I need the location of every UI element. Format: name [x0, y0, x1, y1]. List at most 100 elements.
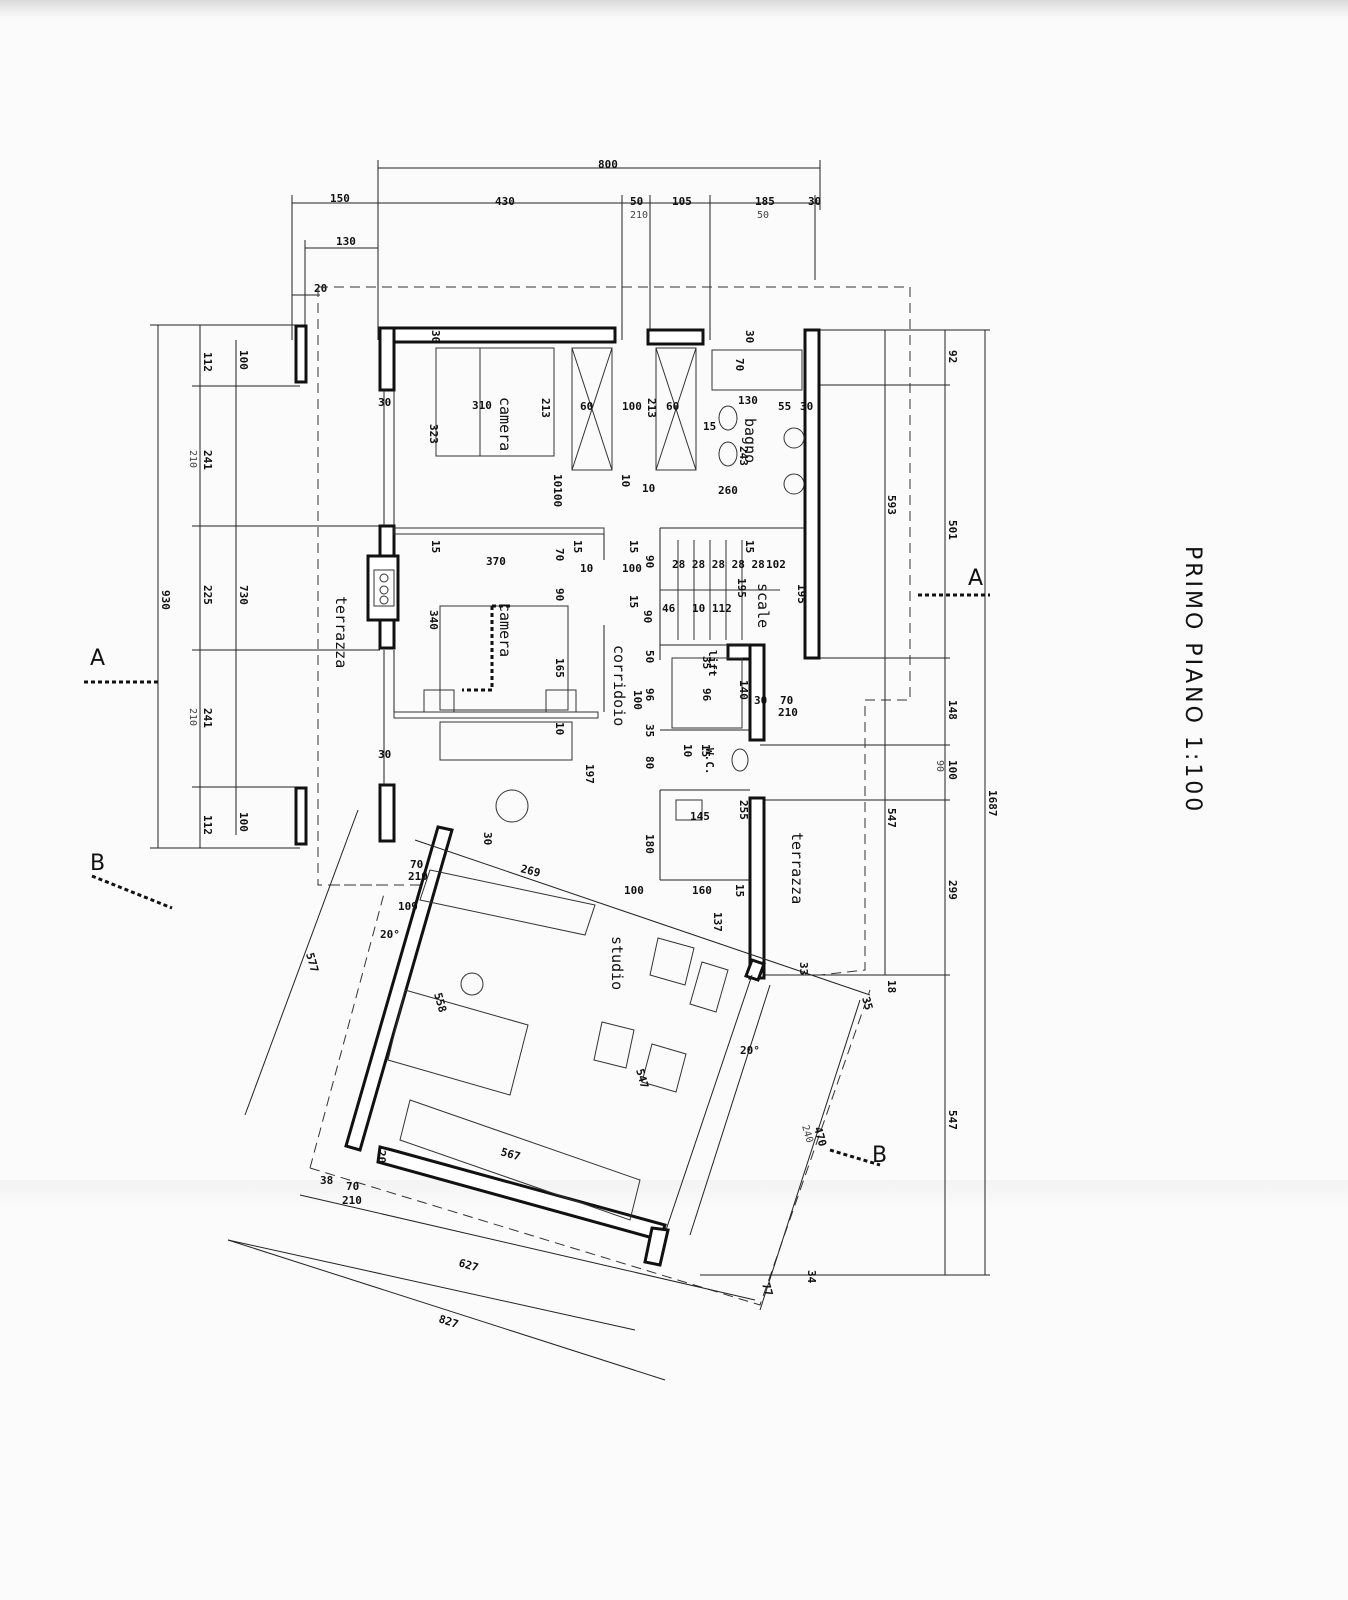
dim-label: 38 — [320, 1174, 333, 1187]
studio-outline — [309, 884, 871, 1306]
dim-label: 558 — [431, 991, 449, 1014]
dim-label: 20 — [375, 1150, 388, 1163]
dim-label: 180 — [643, 834, 656, 854]
dim-label: 10 — [681, 744, 694, 757]
dim-112-a: 112 — [201, 352, 214, 372]
dim-label: 577 — [303, 951, 321, 974]
dim-label: 269 — [519, 862, 541, 879]
dim-210-top: 210 — [630, 210, 648, 221]
dim-800: 800 — [598, 158, 618, 171]
dim-label: 35 — [700, 656, 713, 669]
dim-label: 567 — [499, 1145, 522, 1163]
dim-547-b: 547 — [946, 1110, 959, 1130]
dim-label: 96 — [643, 688, 656, 702]
hidden-bed-line — [462, 604, 512, 692]
dim-label: 20° — [740, 1044, 760, 1057]
dim-112-b: 112 — [201, 815, 214, 835]
dim-label: 15 — [571, 540, 584, 553]
fireplace — [373, 569, 395, 607]
dim-label: 210 — [342, 1194, 362, 1207]
dim-label: 46 — [662, 602, 676, 615]
right-dimensions — [700, 329, 990, 1276]
dim-label: 827 — [437, 1312, 460, 1331]
dim-501: 501 — [946, 520, 959, 540]
dim-label: 100 — [622, 400, 642, 413]
dim-label: 323 — [427, 424, 440, 444]
room-lift: lift — [706, 650, 719, 677]
dim-label: 10 — [553, 722, 566, 735]
dim-label: 30 — [800, 400, 813, 413]
sheet-title: PRIMO PIANO 1:100 — [1180, 546, 1205, 814]
room-bagno: bagno — [741, 418, 759, 463]
dim-label: 165 — [553, 658, 566, 678]
dim-label: 195 — [795, 584, 808, 604]
dim-label: 70 — [733, 358, 746, 371]
walls — [294, 324, 821, 980]
dim-90-r: 90 — [934, 760, 945, 772]
section-a-right: A — [968, 566, 983, 591]
wardrobes — [571, 347, 697, 471]
dim-label: 15 — [703, 420, 716, 433]
dim-label: 160 — [692, 884, 712, 897]
dim-label: 30 — [378, 748, 391, 761]
dim-label: 80 — [643, 756, 656, 769]
dim-label: 10 — [642, 482, 655, 495]
dim-label: 30 — [754, 694, 767, 707]
dim-label: 70 — [553, 548, 566, 561]
dim-430: 430 — [495, 195, 515, 208]
section-b-right: B — [872, 1143, 887, 1168]
dim-label: 130 — [738, 394, 758, 407]
dim-18: 18 — [885, 980, 898, 993]
dim-label: 77 — [759, 1281, 775, 1297]
dim-label: 10100 — [551, 474, 564, 507]
dim-241-a: 241 — [201, 450, 214, 470]
furniture-beds — [423, 347, 577, 823]
room-terrazza-left: terrazza — [332, 596, 350, 668]
dim-label: 340 — [427, 610, 440, 630]
room-camera-mid: camera — [496, 603, 514, 657]
dim-label: 20° — [380, 928, 400, 941]
stairs — [660, 540, 780, 640]
studio-dimensions — [227, 809, 871, 1381]
room-wc: W.C. — [703, 748, 716, 775]
room-camera-top: camera — [496, 397, 514, 451]
dim-50: 50 — [630, 195, 643, 208]
dim-label: 10 — [580, 562, 593, 575]
interior-dimensions: 30 310 213 323 60 100 213 60 130 55 30 3… — [303, 330, 875, 1331]
dim-30-top: 30 — [808, 195, 821, 208]
dim-299: 299 — [946, 880, 959, 900]
dim-148: 148 — [946, 700, 959, 720]
dim-label: 140 — [737, 680, 750, 700]
dim-label: 30 — [743, 330, 756, 343]
scan-top-edge — [0, 0, 1348, 22]
dim-label: 210 — [408, 870, 428, 883]
dim-150: 150 — [330, 192, 350, 205]
top-dimensions — [291, 160, 821, 340]
dim-label: 33 — [797, 962, 810, 975]
dim-label: 35 — [859, 995, 875, 1011]
dim-label: 90 — [641, 610, 654, 623]
dim-label: 470 — [811, 1125, 829, 1148]
dim-185-sub: 50 — [757, 210, 769, 221]
dim-label: 50 — [643, 650, 656, 663]
dim-label: 255 — [737, 800, 750, 820]
dim-label: 210 — [778, 706, 798, 719]
dim-label: 370 — [486, 555, 506, 568]
room-corridoio: corridoio — [610, 645, 628, 726]
dim-label: 260 — [718, 484, 738, 497]
dim-label: 15 — [733, 884, 746, 897]
dim-label: 70 — [780, 694, 793, 707]
room-terrazza-right: terrazza — [788, 832, 806, 904]
dim-label: 197 — [583, 764, 596, 784]
dim-20: 20 — [314, 282, 327, 295]
dim-label: 547 — [633, 1067, 651, 1090]
dim-100-a: 100 — [237, 350, 250, 370]
dim-210-a: 210 — [187, 450, 198, 468]
dim-label: 213 — [645, 398, 658, 418]
dim-label: 195 — [735, 578, 748, 598]
dim-label: 243 — [737, 446, 750, 466]
dim-547-a: 547 — [885, 808, 898, 828]
dim-930: 930 — [159, 590, 172, 610]
dim-label: 100 — [622, 562, 642, 575]
